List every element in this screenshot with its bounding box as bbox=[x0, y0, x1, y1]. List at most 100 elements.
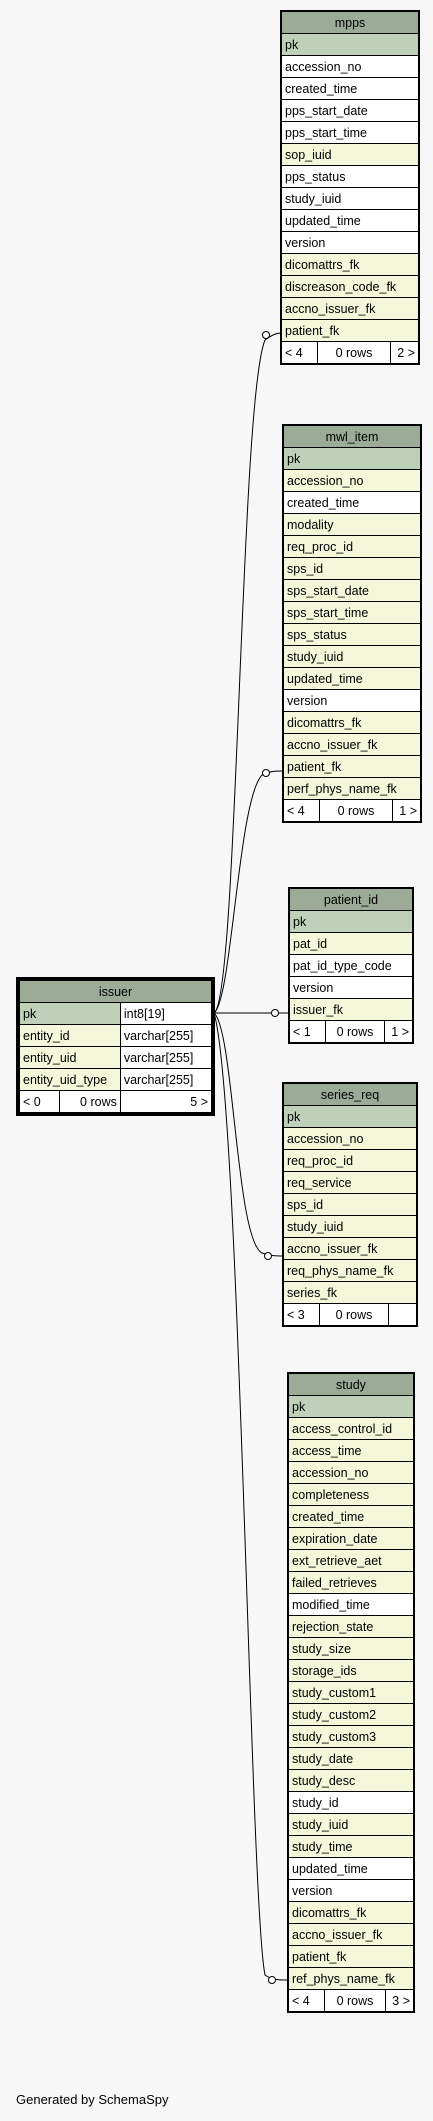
table-row: study_iuid bbox=[283, 645, 421, 668]
column-name[interactable]: study_custom2 bbox=[288, 1703, 414, 1726]
column-name[interactable]: entity_uid bbox=[19, 1046, 121, 1069]
row-count: 0 rows bbox=[319, 1303, 389, 1326]
column-name[interactable]: req_proc_id bbox=[283, 1149, 417, 1172]
table-row: sps_id bbox=[283, 557, 421, 580]
column-name[interactable]: pat_id_type_code bbox=[289, 954, 413, 977]
column-name[interactable]: pk bbox=[281, 33, 419, 56]
column-name[interactable]: completeness bbox=[288, 1483, 414, 1506]
column-name[interactable]: accession_no bbox=[283, 1127, 417, 1150]
column-name[interactable]: accession_no bbox=[288, 1461, 414, 1484]
column-name[interactable]: req_service bbox=[283, 1171, 417, 1194]
column-name[interactable]: study_size bbox=[288, 1637, 414, 1660]
column-name[interactable]: pk bbox=[283, 1105, 417, 1128]
column-name[interactable]: sop_iuid bbox=[281, 143, 419, 166]
column-name[interactable]: updated_time bbox=[283, 667, 421, 690]
column-name[interactable]: accno_issuer_fk bbox=[283, 1237, 417, 1260]
table-row: perf_phys_name_fk bbox=[283, 777, 421, 800]
column-name[interactable]: accno_issuer_fk bbox=[283, 733, 421, 756]
column-name[interactable]: pk bbox=[288, 1395, 414, 1418]
column-name[interactable]: pk bbox=[283, 447, 421, 470]
column-name[interactable]: dicomattrs_fk bbox=[283, 711, 421, 734]
column-name[interactable]: entity_id bbox=[19, 1024, 121, 1047]
column-name[interactable]: study_iuid bbox=[288, 1813, 414, 1836]
table-row: study_custom1 bbox=[288, 1681, 414, 1704]
column-name[interactable]: ext_retrieve_aet bbox=[288, 1549, 414, 1572]
table-title[interactable]: patient_id bbox=[289, 888, 413, 911]
column-name[interactable]: pps_status bbox=[281, 165, 419, 188]
table-row: accno_issuer_fk bbox=[283, 1237, 417, 1260]
column-name[interactable]: updated_time bbox=[288, 1857, 414, 1880]
column-name[interactable]: sps_id bbox=[283, 1193, 417, 1216]
table-title[interactable]: mpps bbox=[281, 11, 419, 34]
column-name[interactable]: accession_no bbox=[281, 55, 419, 78]
column-name[interactable]: perf_phys_name_fk bbox=[283, 777, 421, 800]
column-name[interactable]: patient_fk bbox=[283, 755, 421, 778]
table-row: pat_id_type_code bbox=[289, 954, 413, 977]
column-name[interactable]: modified_time bbox=[288, 1593, 414, 1616]
column-name[interactable]: study_custom3 bbox=[288, 1725, 414, 1748]
table-row: study_iuid bbox=[281, 187, 419, 210]
column-name[interactable]: patient_fk bbox=[288, 1945, 414, 1968]
column-name[interactable]: access_time bbox=[288, 1439, 414, 1462]
column-name[interactable]: created_time bbox=[288, 1505, 414, 1528]
column-name[interactable]: version bbox=[289, 976, 413, 999]
column-name[interactable]: version bbox=[281, 231, 419, 254]
column-name[interactable]: accno_issuer_fk bbox=[281, 297, 419, 320]
column-name[interactable]: issuer_fk bbox=[289, 998, 413, 1021]
column-name[interactable]: study_time bbox=[288, 1835, 414, 1858]
row-count: 0 rows bbox=[59, 1090, 121, 1113]
column-name[interactable]: version bbox=[283, 689, 421, 712]
column-name[interactable]: study_custom1 bbox=[288, 1681, 414, 1704]
column-name[interactable]: entity_uid_type bbox=[19, 1068, 121, 1091]
column-name[interactable]: study_iuid bbox=[283, 1215, 417, 1238]
column-name[interactable]: dicomattrs_fk bbox=[281, 253, 419, 276]
table-title[interactable]: study bbox=[288, 1373, 414, 1396]
column-name[interactable]: sps_id bbox=[283, 557, 421, 580]
column-name[interactable]: study_date bbox=[288, 1747, 414, 1770]
table-title[interactable]: mwl_item bbox=[283, 425, 421, 448]
column-name[interactable]: updated_time bbox=[281, 209, 419, 232]
column-name[interactable]: version bbox=[288, 1879, 414, 1902]
table-title[interactable]: issuer bbox=[19, 980, 212, 1003]
column-name[interactable]: study_iuid bbox=[283, 645, 421, 668]
column-name[interactable]: accno_issuer_fk bbox=[288, 1923, 414, 1946]
table-title[interactable]: series_req bbox=[283, 1083, 417, 1106]
column-name[interactable]: pk bbox=[289, 910, 413, 933]
column-name[interactable]: study_desc bbox=[288, 1769, 414, 1792]
column-name[interactable]: expiration_date bbox=[288, 1527, 414, 1550]
column-name[interactable]: study_id bbox=[288, 1791, 414, 1814]
column-name[interactable]: ref_phys_name_fk bbox=[288, 1967, 414, 1990]
column-name[interactable]: pat_id bbox=[289, 932, 413, 955]
column-name[interactable]: sps_start_time bbox=[283, 601, 421, 624]
column-name[interactable]: req_proc_id bbox=[283, 535, 421, 558]
column-name[interactable]: accession_no bbox=[283, 469, 421, 492]
column-name[interactable]: created_time bbox=[281, 77, 419, 100]
column-name[interactable]: access_control_id bbox=[288, 1417, 414, 1440]
column-name[interactable]: pps_start_time bbox=[281, 121, 419, 144]
column-name[interactable]: dicomattrs_fk bbox=[288, 1901, 414, 1924]
column-name[interactable]: sps_start_date bbox=[283, 579, 421, 602]
column-name[interactable]: pk bbox=[19, 1002, 121, 1025]
column-name[interactable]: created_time bbox=[283, 491, 421, 514]
parents-count: < 3 bbox=[283, 1303, 320, 1326]
column-name[interactable]: modality bbox=[283, 513, 421, 536]
column-name[interactable]: rejection_state bbox=[288, 1615, 414, 1638]
table-row: updated_time bbox=[281, 209, 419, 232]
column-name[interactable]: req_phys_name_fk bbox=[283, 1259, 417, 1282]
table-row: accno_issuer_fk bbox=[288, 1923, 414, 1946]
column-name[interactable]: study_iuid bbox=[281, 187, 419, 210]
column-name[interactable]: failed_retrieves bbox=[288, 1571, 414, 1594]
column-name[interactable]: storage_ids bbox=[288, 1659, 414, 1682]
column-type: int8[19] bbox=[119, 1002, 213, 1025]
column-name[interactable]: series_fk bbox=[283, 1281, 417, 1304]
column-name[interactable]: patient_fk bbox=[281, 319, 419, 342]
column-name[interactable]: sps_status bbox=[283, 623, 421, 646]
column-name[interactable]: pps_start_date bbox=[281, 99, 419, 122]
column-name[interactable]: discreason_code_fk bbox=[281, 275, 419, 298]
